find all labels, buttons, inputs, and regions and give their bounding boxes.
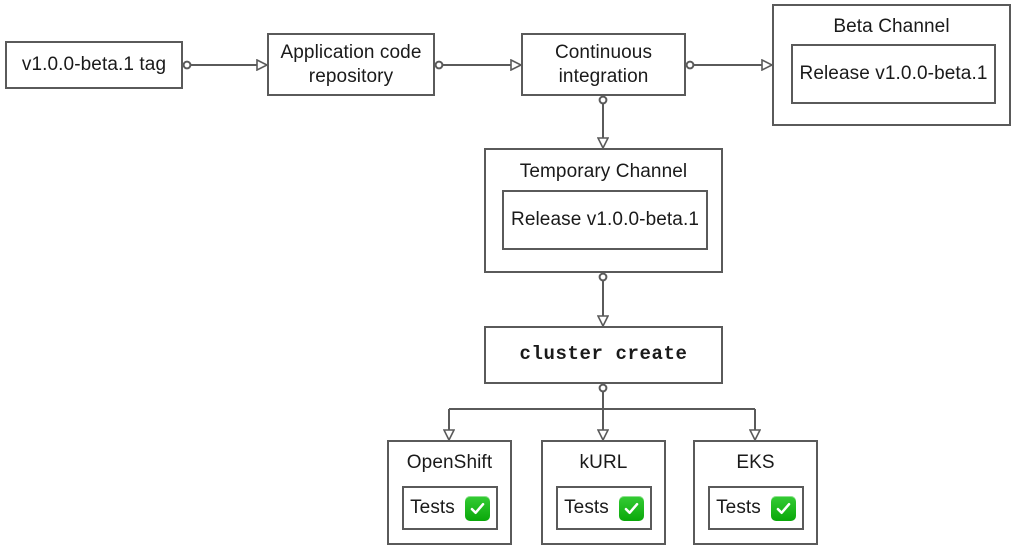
node-temporary-channel-release-label: Release v1.0.0-beta.1 — [511, 209, 699, 231]
node-version-tag[interactable]: v1.0.0-beta.1 tag — [5, 41, 183, 89]
node-temporary-channel-title: Temporary Channel — [519, 161, 688, 182]
tests-label: Tests — [564, 497, 609, 519]
node-continuous-integration[interactable]: Continuous integration — [521, 33, 686, 96]
white-heavy-check-mark-icon — [770, 495, 796, 521]
node-beta-channel-release[interactable]: Release v1.0.0-beta.1 — [791, 44, 996, 104]
node-platform-openshift-tests[interactable]: Tests — [402, 486, 498, 530]
connector-ci-to-temporary-channel — [600, 95, 607, 147]
connector-cluster-create-to-platforms — [449, 383, 755, 439]
connector-repo-to-ci — [434, 62, 520, 69]
node-beta-channel[interactable]: Beta Channel Release v1.0.0-beta.1 — [772, 4, 1011, 126]
node-platform-kurl-title: kURL — [579, 452, 628, 473]
white-heavy-check-mark-icon — [464, 495, 490, 521]
node-platform-kurl-tests[interactable]: Tests — [556, 486, 652, 530]
connector-tag-to-repo — [182, 62, 266, 69]
connector-temporary-channel-to-cluster-create — [600, 272, 607, 325]
tests-label: Tests — [410, 497, 455, 519]
node-platform-kurl[interactable]: kURL Tests — [541, 440, 666, 545]
node-platform-eks[interactable]: EKS Tests — [693, 440, 818, 545]
node-application-code-repository-label: Application code repository — [280, 42, 422, 87]
node-beta-channel-title: Beta Channel — [833, 16, 950, 37]
node-version-tag-label: v1.0.0-beta.1 tag — [21, 54, 167, 76]
node-platform-openshift-title: OpenShift — [406, 452, 493, 473]
node-platform-eks-tests[interactable]: Tests — [708, 486, 804, 530]
node-platform-openshift[interactable]: OpenShift Tests — [387, 440, 512, 545]
node-beta-channel-release-label: Release v1.0.0-beta.1 — [799, 63, 988, 85]
node-continuous-integration-label: Continuous integration — [554, 42, 653, 87]
node-cluster-create[interactable]: cluster create — [484, 326, 723, 384]
node-cluster-create-label: cluster create — [519, 343, 688, 366]
node-platform-eks-title: EKS — [736, 452, 775, 473]
white-heavy-check-mark-icon — [618, 495, 644, 521]
connector-ci-to-beta-channel — [685, 62, 771, 69]
node-application-code-repository[interactable]: Application code repository — [267, 33, 435, 96]
tests-label: Tests — [716, 497, 761, 519]
node-temporary-channel-release[interactable]: Release v1.0.0-beta.1 — [502, 190, 708, 250]
node-temporary-channel[interactable]: Temporary Channel Release v1.0.0-beta.1 — [484, 148, 723, 273]
